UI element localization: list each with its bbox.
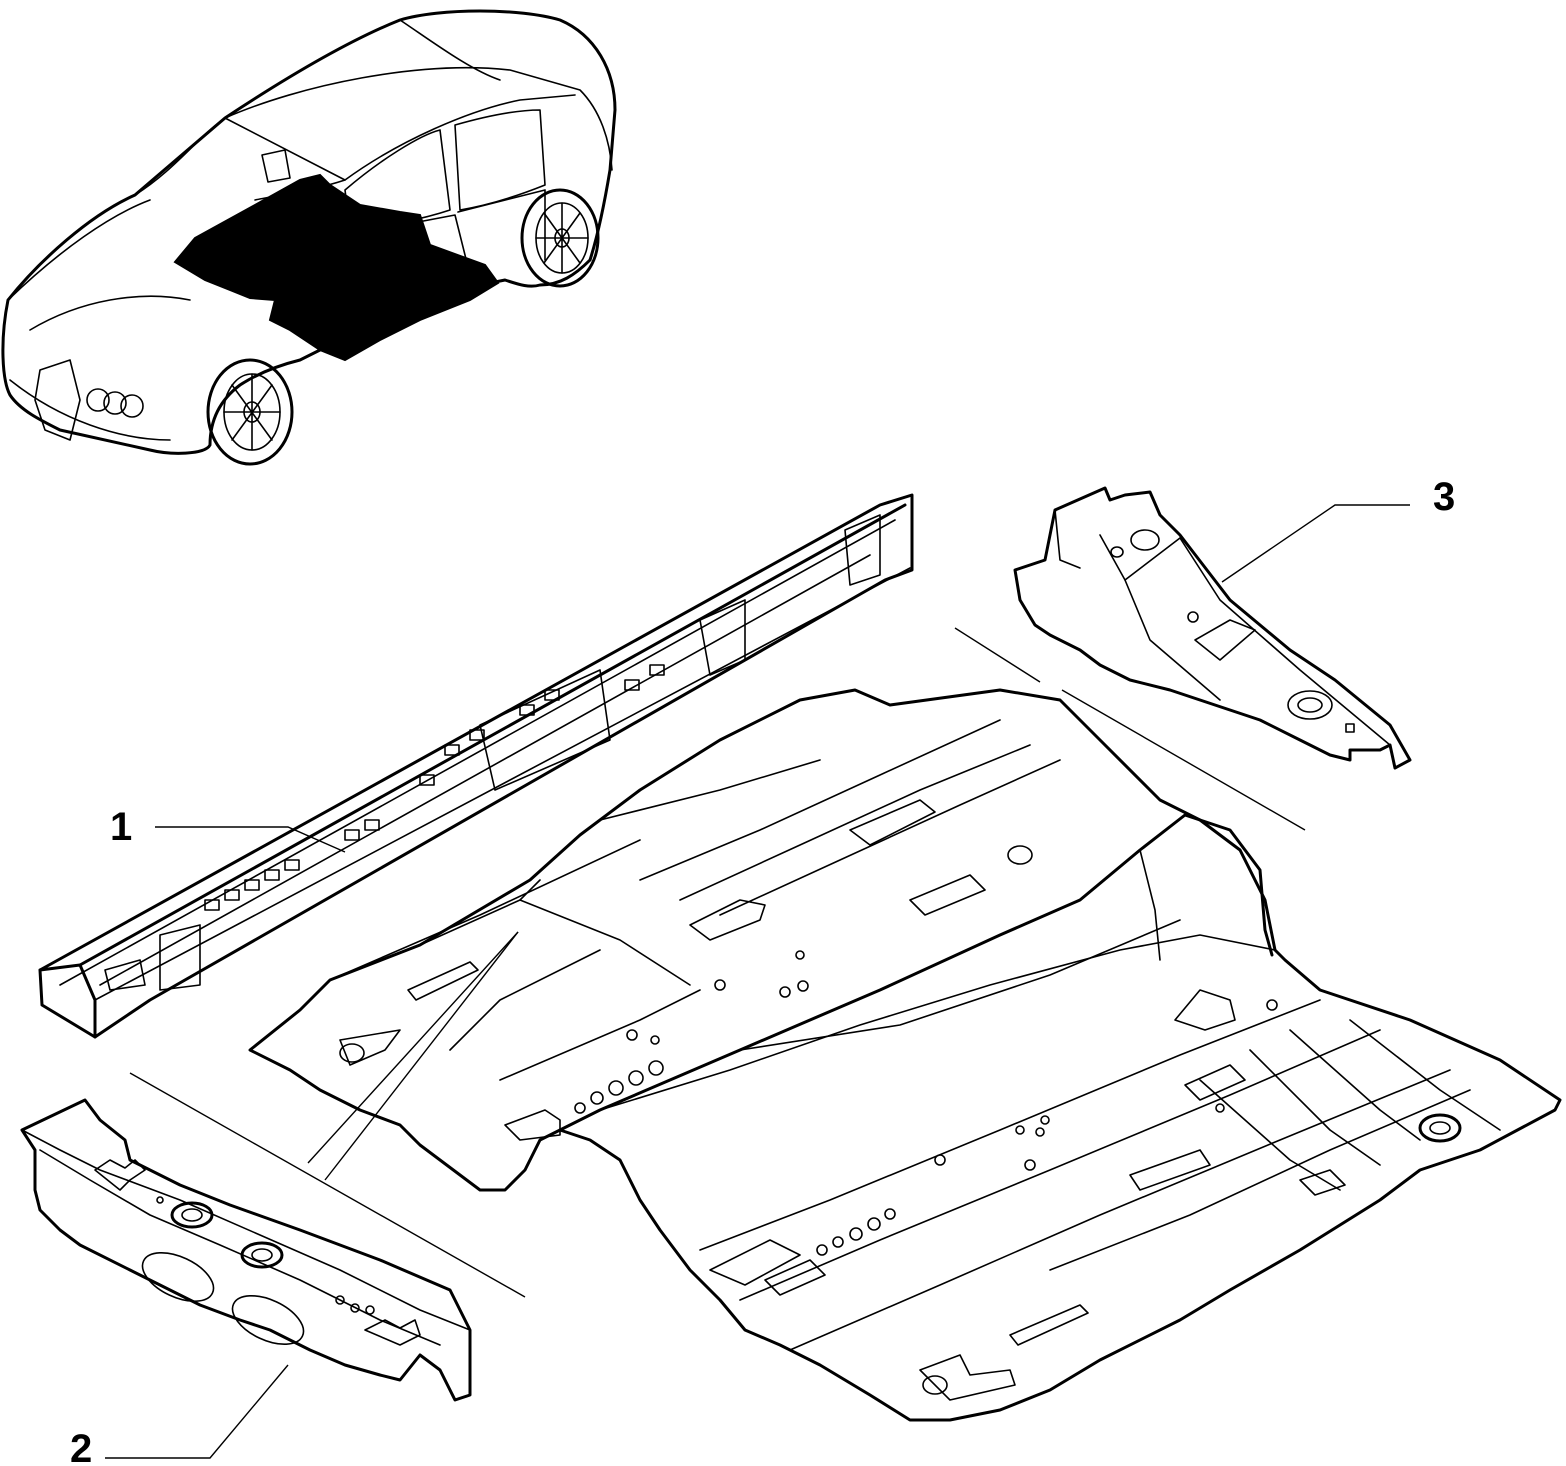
- floor-pan-highlight: [173, 173, 500, 362]
- section-line-c: [1061, 689, 1306, 831]
- section-line-b: [954, 627, 1041, 683]
- leader-floor-2: [324, 931, 519, 1181]
- rear-wheel-icon: [520, 188, 600, 288]
- leader-floor-1: [307, 931, 519, 1164]
- leader-lines: [105, 504, 1410, 1459]
- part-1-side-sill: [38, 493, 914, 1039]
- leader-2: [105, 1364, 289, 1459]
- callout-3: 3: [1433, 475, 1455, 519]
- front-wheel-icon: [206, 358, 294, 466]
- part-2-crossmember: [20, 1098, 472, 1402]
- floor-pan-assembly: [248, 688, 1562, 1422]
- section-line-a: [129, 1072, 526, 1298]
- callout-2: 2: [70, 1427, 92, 1466]
- leader-1: [155, 826, 346, 853]
- part-3-crossmember: [1013, 486, 1412, 770]
- callout-1: 1: [110, 805, 132, 849]
- car-overview-illustration: [1, 9, 617, 466]
- sill-slot-row: [204, 664, 665, 911]
- leader-3: [1221, 504, 1410, 583]
